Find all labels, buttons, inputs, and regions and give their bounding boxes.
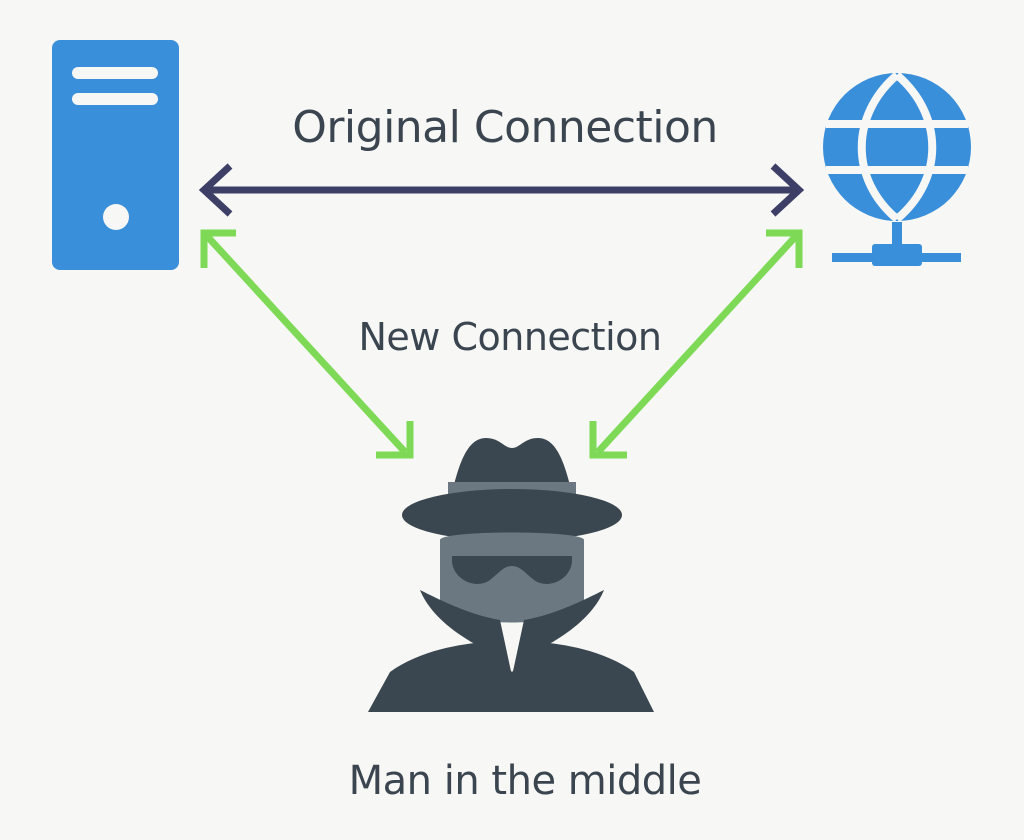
man-in-the-middle-label: Man in the middle: [348, 758, 702, 804]
original-connection-arrow: [198, 163, 805, 217]
globe-network-icon: [823, 71, 971, 266]
new-connection-label: New Connection: [358, 315, 662, 359]
new-connection-arrow-left: [200, 229, 414, 459]
server-icon: [52, 40, 179, 270]
original-connection-label: Original Connection: [292, 102, 718, 153]
spy-icon: [368, 438, 654, 712]
new-connection-arrow-right: [589, 229, 803, 459]
